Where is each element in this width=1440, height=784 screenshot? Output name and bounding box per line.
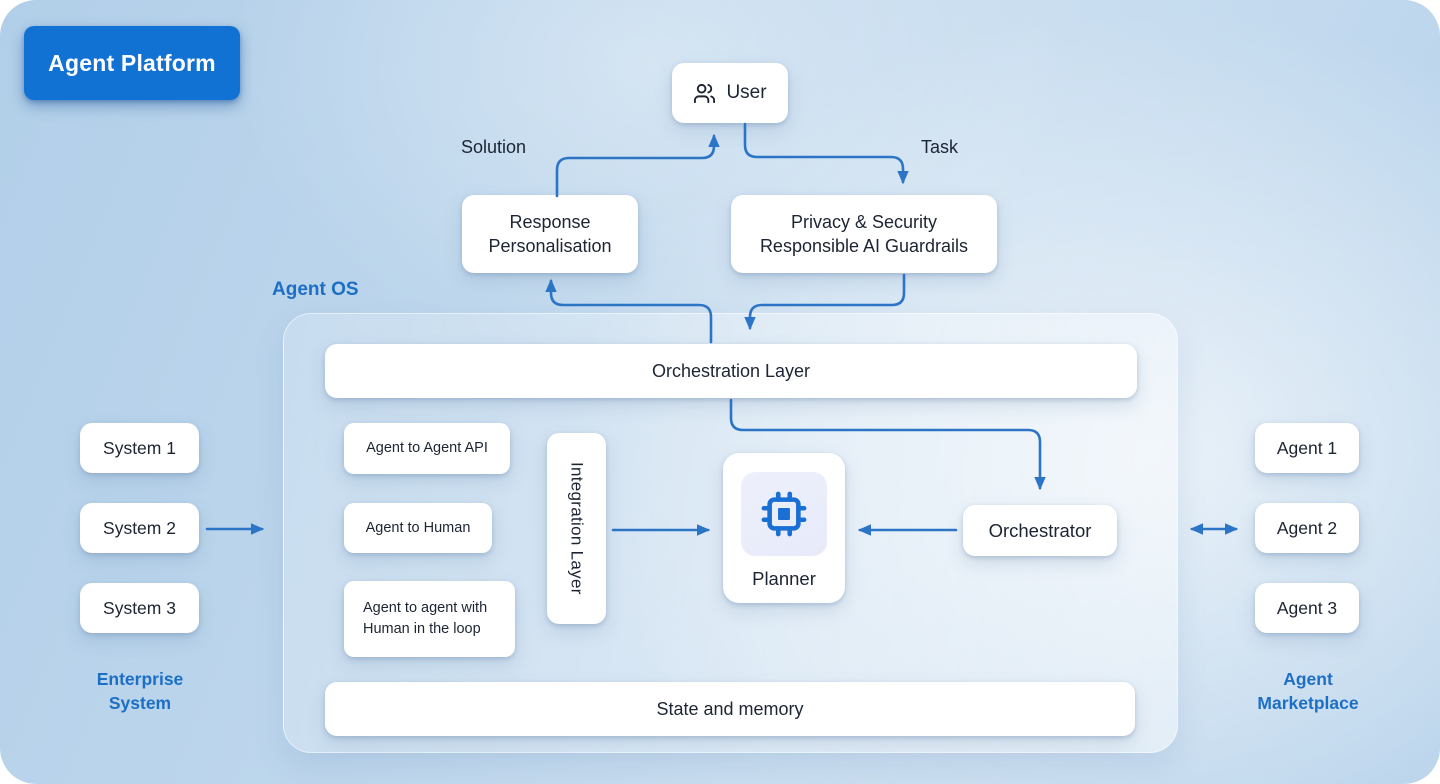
orchestration-layer-node: Orchestration Layer bbox=[325, 344, 1137, 398]
task-label: Task bbox=[921, 137, 959, 157]
agent-os-label: Agent OS bbox=[272, 279, 359, 300]
agent-2-node: Agent 2 bbox=[1255, 503, 1359, 553]
cpu-icon bbox=[761, 467, 807, 561]
users-icon bbox=[693, 58, 716, 129]
agent-platform-badge: Agent Platform bbox=[24, 26, 240, 100]
user-node: User bbox=[672, 63, 788, 123]
arrow-solution-to-user bbox=[555, 133, 720, 198]
planner-node: Planner bbox=[723, 453, 845, 603]
integration-layer-node: Integration Layer bbox=[547, 433, 606, 624]
planner-label: Planner bbox=[752, 568, 816, 589]
system-1-node: System 1 bbox=[80, 423, 199, 473]
agent-1-node: Agent 1 bbox=[1255, 423, 1359, 473]
user-label: User bbox=[726, 82, 767, 103]
agent-to-agent-hitl-node: Agent to agent with Human in the loop bbox=[344, 581, 515, 657]
agent-to-agent-api-node: Agent to Agent API bbox=[344, 423, 510, 474]
planner-chip-tile bbox=[741, 472, 827, 556]
enterprise-system-label: Enterprise System bbox=[96, 669, 184, 713]
state-and-memory-node: State and memory bbox=[325, 682, 1135, 736]
agent-3-node: Agent 3 bbox=[1255, 583, 1359, 633]
system-2-node: System 2 bbox=[80, 503, 199, 553]
orchestrator-node: Orchestrator bbox=[963, 505, 1117, 556]
agent-marketplace-label: Agent Marketplace bbox=[1257, 669, 1359, 713]
solution-label: Solution bbox=[461, 137, 527, 157]
privacy-guardrails-node: Privacy & Security Responsible AI Guardr… bbox=[731, 195, 997, 273]
agent-to-human-node: Agent to Human bbox=[344, 503, 492, 553]
response-personalisation-node: Response Personalisation bbox=[462, 195, 638, 273]
arrow-user-to-guardrails bbox=[743, 122, 909, 185]
system-3-node: System 3 bbox=[80, 583, 199, 633]
